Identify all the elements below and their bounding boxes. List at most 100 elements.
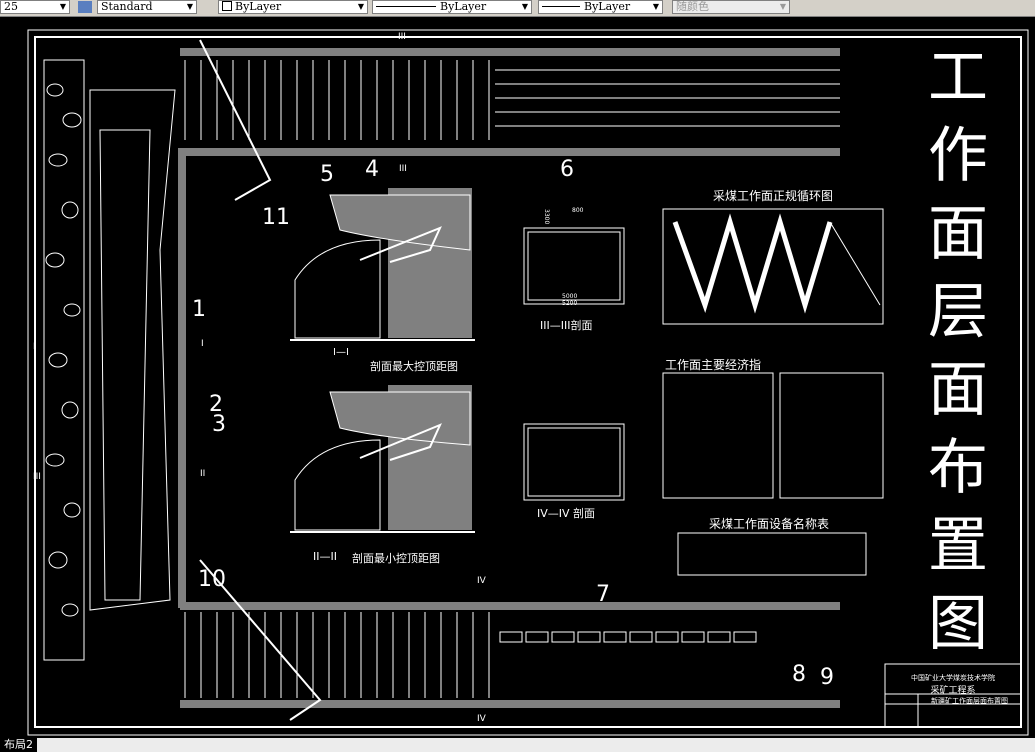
- text-style-combo[interactable]: Standard ▼: [97, 0, 197, 14]
- upper-roadway-wall: [180, 48, 840, 56]
- title-block-school: 中国矿业大学煤炭技术学院: [911, 674, 995, 682]
- linetype-combo[interactable]: ByLayer▼: [372, 0, 532, 14]
- goaf-area: [43, 59, 85, 661]
- section-mark-III-left: III: [33, 472, 41, 482]
- line-sample-icon: [376, 6, 436, 7]
- section-4-support: [523, 423, 625, 501]
- drawing-canvas[interactable]: 工作面层面布置图 采煤工作面正规循环图 III—III剖面 IV—IV 剖面 I…: [0, 17, 1035, 738]
- tab-layout2[interactable]: 布局2: [0, 738, 37, 752]
- title-block: [884, 663, 1022, 728]
- section-mark-IV: IV: [477, 576, 486, 586]
- conveyor-segment: [707, 631, 731, 643]
- dim-5200: 5200: [562, 300, 578, 307]
- line-sample-icon: [542, 6, 580, 7]
- plot-style-combo: 随颜色 ▼: [672, 0, 790, 14]
- callout-8: 8: [792, 662, 806, 687]
- conveyor: [99, 129, 151, 601]
- callout-9: 9: [820, 665, 834, 690]
- section-1-support: [359, 226, 442, 263]
- cycle-chart-title: 采煤工作面正规循环图: [713, 189, 834, 203]
- roof-bolts-top: [184, 60, 840, 140]
- chevron-down-icon: ▼: [521, 2, 528, 11]
- outer-border: [27, 29, 1029, 736]
- title-char: 图: [928, 589, 988, 659]
- lower-roadway-wall: [180, 700, 840, 708]
- belt-conveyor: [499, 631, 757, 643]
- cycle-chart-line: [672, 213, 833, 314]
- roof-bolts-bottom: [184, 612, 490, 698]
- upper-roadway-wall-inner: [180, 148, 840, 156]
- conveyor-segment: [733, 631, 757, 643]
- title-block-department: 采矿工程系: [930, 686, 976, 696]
- properties-toolbar: 25▼ Standard▼ ByLayer▼ ByLayer▼ ByLayer▼…: [0, 0, 1035, 17]
- callout-3: 3: [212, 412, 226, 437]
- section-3-support: [523, 227, 625, 305]
- chevron-down-icon: ▼: [357, 2, 364, 11]
- title-char: 布: [928, 433, 988, 503]
- section-1-id: I—I: [333, 347, 349, 358]
- section-2-roof: [329, 391, 471, 446]
- title-char: 层: [928, 277, 988, 347]
- equip-table: [677, 532, 867, 576]
- section-3-label: III—III剖面: [540, 319, 593, 332]
- title-char: 作: [928, 121, 988, 191]
- section-mark-III-lower: III: [399, 164, 407, 174]
- econ-table-left: [662, 372, 774, 499]
- dim-800: 800: [572, 207, 584, 214]
- callout-10: 10: [198, 567, 226, 592]
- section-3-roadway: [527, 231, 621, 301]
- lower-roadway-wall-inner: [180, 602, 840, 610]
- section-1-label: 剖面最大控顶距图: [370, 360, 458, 373]
- combo-value: 25: [4, 0, 18, 13]
- face-wall: [178, 148, 186, 608]
- cycle-chart-diagonal: [829, 221, 881, 306]
- cycle-chart-frame: [662, 208, 884, 325]
- title-char: 工: [928, 43, 988, 113]
- conveyor-segment: [525, 631, 549, 643]
- dim-3300: 3300: [543, 209, 550, 225]
- section-2-id: II—II: [313, 550, 337, 563]
- layout-tab-bar: 布局2: [0, 738, 1035, 752]
- title-char: 面: [928, 355, 988, 425]
- econ-table-right: [779, 372, 884, 499]
- combo-value: Standard: [101, 0, 153, 13]
- inner-border: [34, 36, 1022, 728]
- color-swatch-icon: [222, 1, 232, 11]
- chevron-down-icon: ▼: [186, 2, 193, 11]
- callout-7: 7: [596, 582, 610, 607]
- section-4-label: IV—IV 剖面: [537, 507, 596, 520]
- section-1-roof: [329, 194, 471, 251]
- section-mark-III: III: [398, 32, 406, 42]
- callout-2: 2: [209, 392, 223, 417]
- econ-table-title: 工作面主要经济指: [665, 358, 762, 372]
- rubble-pattern: [45, 83, 82, 617]
- hydraulic-supports: [89, 89, 176, 611]
- conveyor-segment: [681, 631, 705, 643]
- conveyor-segment: [551, 631, 575, 643]
- break-line-bottom: [199, 559, 322, 721]
- section-mark-II: II: [200, 469, 206, 479]
- section-mark-IV-lower: IV: [477, 714, 486, 724]
- section-4-roadway: [527, 427, 621, 497]
- title-char: 置: [928, 511, 988, 581]
- callout-6: 6: [560, 157, 574, 182]
- chevron-down-icon: ▼: [779, 2, 786, 11]
- title-block-drawing-name: 新疆矿工作面层面布置图: [931, 697, 1008, 705]
- layer-combo[interactable]: ByLayer ▼: [218, 0, 368, 14]
- section-1-goaf: [294, 239, 381, 339]
- text-style-icon[interactable]: [78, 1, 92, 13]
- callout-5: 5: [320, 162, 334, 187]
- callout-1: 1: [192, 297, 206, 322]
- conveyor-segment: [499, 631, 523, 643]
- lineweight-combo[interactable]: ByLayer▼: [538, 0, 663, 14]
- dimension-scale-combo[interactable]: 25▼: [0, 0, 70, 14]
- vertical-title: 工作面层面布置图: [925, 39, 991, 663]
- dim-5000: 5000: [562, 293, 578, 300]
- combo-value: 随颜色: [676, 0, 709, 13]
- break-line-top: [199, 39, 272, 201]
- combo-value: ByLayer: [584, 0, 631, 13]
- conveyor-segment: [603, 631, 627, 643]
- combo-value: ByLayer: [235, 0, 282, 13]
- section-mark-I-right: I: [201, 339, 204, 349]
- section-mark-I: I: [33, 342, 36, 352]
